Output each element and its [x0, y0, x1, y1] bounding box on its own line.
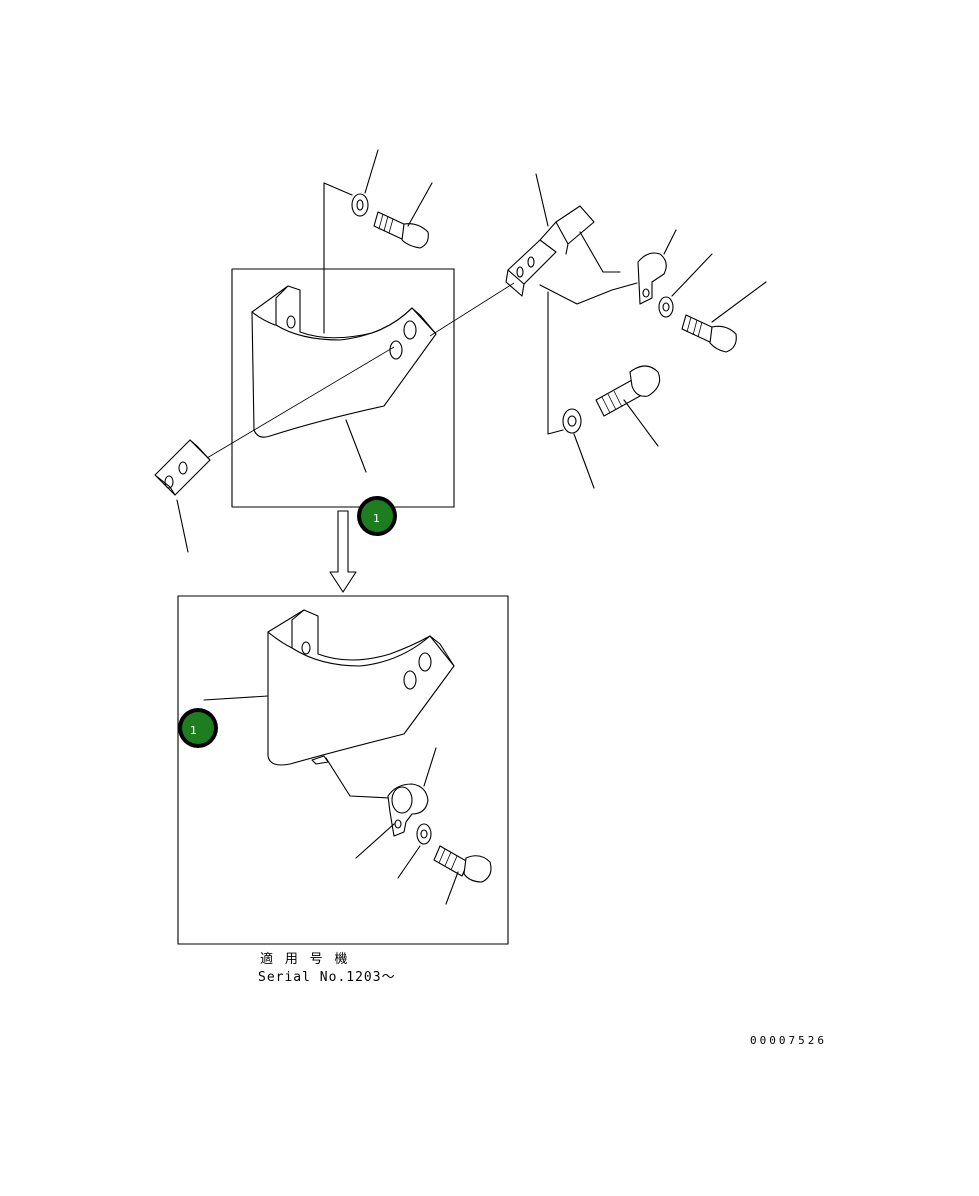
lower-pipe-clip — [355, 747, 437, 859]
upper-pipe-clip — [637, 229, 677, 305]
left-clamp-block — [154, 439, 211, 553]
large-bolt — [595, 365, 661, 447]
top-washer — [351, 149, 379, 217]
lower-bolt — [433, 845, 492, 905]
right-washer — [658, 253, 713, 318]
callout-lower: 1 — [178, 708, 218, 748]
applicability-heading: 適 用 号 機 — [260, 952, 350, 967]
upper-cover-bracket — [251, 285, 437, 438]
upper-clamp-pair — [505, 173, 595, 297]
right-bolt — [681, 281, 767, 353]
callout-upper: 1 — [357, 496, 397, 536]
drawing-number: 00007526 — [750, 1034, 827, 1047]
upper-detail-frame — [231, 268, 455, 508]
arrow-down-icon — [329, 510, 357, 593]
lower-cover-bracket — [267, 609, 455, 766]
serial-number-note: Serial No.1203～ — [258, 970, 396, 985]
lower-washer — [397, 823, 432, 879]
callout-upper-label: 1 — [373, 512, 380, 525]
top-bolt — [373, 182, 433, 249]
lower-detail-frame — [177, 595, 509, 945]
callout-lower-label: 1 — [190, 724, 197, 737]
large-washer — [562, 408, 595, 489]
